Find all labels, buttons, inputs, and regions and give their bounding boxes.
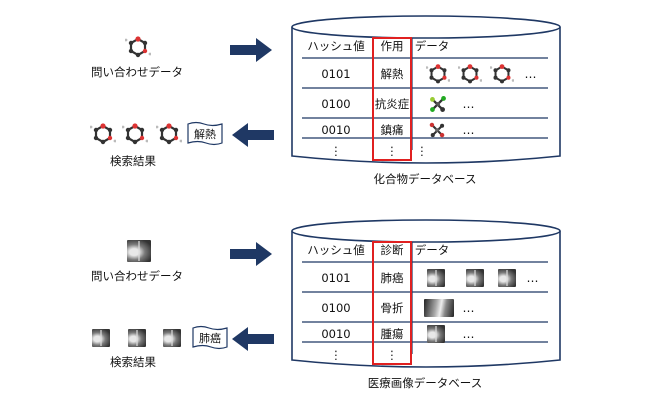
hash-cell: 0100 — [321, 97, 351, 111]
hash-cell: 0101 — [321, 271, 351, 285]
more-ellipsis: … — [526, 271, 540, 285]
result-xray-icon — [128, 329, 146, 347]
medical-image-database-label: 医療画像データベース — [367, 376, 483, 390]
table-row: 0010 腫瘍 … — [300, 323, 556, 345]
col-key-header: 作用 — [380, 39, 404, 53]
result-tag-label: 肺癌 — [199, 332, 221, 345]
key-vdots: ⋮ — [386, 144, 398, 158]
more-ellipsis: … — [524, 67, 538, 81]
molecule-icon — [490, 63, 514, 85]
hash-cell: 0010 — [321, 327, 351, 341]
arrow-right-icon — [230, 38, 272, 62]
table-row: 0100 骨折 … — [300, 293, 556, 323]
search-result-label: 検索結果 — [110, 154, 156, 168]
table-row: 0101 解熱 … — [300, 59, 556, 89]
arrow-left-icon — [232, 123, 274, 147]
xray-icon — [498, 269, 516, 287]
search-result-label: 検索結果 — [110, 355, 156, 369]
key-cell: 解熱 — [380, 67, 404, 81]
database-cylinder-icon — [291, 219, 561, 368]
key-cell: 鎮痛 — [380, 123, 404, 137]
result-tag-frame — [187, 121, 223, 146]
col-data-header: データ — [414, 243, 450, 257]
result-xray-icon — [92, 329, 110, 347]
xray-icon — [466, 269, 484, 287]
key-cell: 肺癌 — [380, 271, 404, 285]
database-cylinder-icon — [291, 15, 561, 164]
table-row: 0010 鎮痛 … — [300, 119, 556, 141]
query-molecule-icon — [125, 35, 151, 59]
xray-icon — [427, 269, 445, 287]
key-cell: 抗炎症 — [374, 97, 410, 111]
more-ellipsis: … — [462, 97, 476, 111]
col-hash-header: ハッシュ値 — [307, 39, 365, 53]
key-vdots: ⋮ — [386, 348, 398, 362]
table-row: 0100 抗炎症 … — [300, 89, 556, 119]
table-row: ⋮ ⋮ ⋮ — [300, 141, 556, 161]
molecule-icon — [458, 63, 482, 85]
table-row: ⋮ ⋮ — [300, 345, 556, 365]
arrow-left-icon — [232, 327, 274, 351]
key-cell: 腫瘍 — [380, 327, 404, 341]
compound-database-label: 化合物データベース — [373, 172, 477, 186]
query-data-label: 問い合わせデータ — [91, 65, 183, 79]
result-tag-frame — [192, 325, 228, 350]
col-key-header: 診断 — [380, 243, 404, 257]
hash-cell: 0100 — [321, 301, 351, 315]
more-ellipsis: … — [462, 327, 476, 341]
query-xray-icon — [127, 240, 151, 262]
result-molecule-icon — [122, 122, 148, 146]
xray-icon — [427, 325, 445, 343]
molecule-icon — [428, 94, 448, 114]
more-ellipsis: … — [462, 301, 476, 315]
key-cell: 骨折 — [380, 301, 404, 315]
arrow-right-icon — [230, 242, 272, 266]
col-data-header: データ — [414, 39, 450, 53]
hash-cell: 0101 — [321, 67, 351, 81]
result-molecule-icon — [156, 122, 182, 146]
query-data-label: 問い合わせデータ — [91, 269, 183, 283]
molecule-icon — [428, 121, 446, 139]
col-hash-header: ハッシュ値 — [307, 243, 365, 257]
more-ellipsis: … — [462, 123, 476, 137]
xray-icon — [424, 299, 454, 317]
molecule-icon — [426, 63, 450, 85]
result-molecule-icon — [90, 122, 116, 146]
result-xray-icon — [163, 329, 181, 347]
table-row: 0101 肺癌 … — [300, 263, 556, 293]
hash-vdots: ⋮ — [330, 348, 342, 362]
compound-database: ハッシュ値 作用 データ 0101 解熱 … 0100 抗炎症 … 0010 鎮… — [290, 14, 562, 169]
result-tag-label: 解熱 — [194, 128, 216, 141]
hash-vdots: ⋮ — [330, 144, 342, 158]
data-vdots: ⋮ — [416, 144, 428, 158]
hash-cell: 0010 — [321, 123, 351, 137]
medical-image-database: ハッシュ値 診断 データ 0101 肺癌 … 0100 骨折 … 0010 腫瘍… — [290, 218, 562, 373]
